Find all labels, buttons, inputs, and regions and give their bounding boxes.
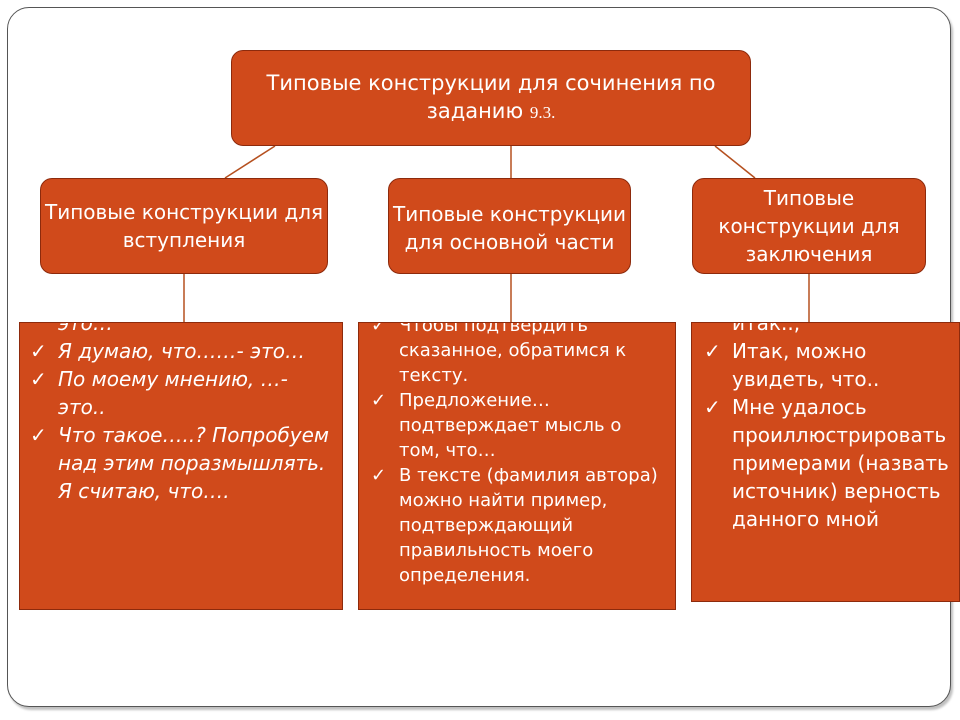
conclusion-item-0: итак.., xyxy=(732,322,801,335)
intro-item-3: Что такое…..? Попробуем над этим поразмы… xyxy=(58,423,330,503)
main-list: ✓ Чтобы подтвердить сказанное, обратимся… xyxy=(359,322,675,588)
header-main-part-label: Типовые конструкции для основной части xyxy=(392,202,627,254)
intro-item-0: это… xyxy=(58,322,113,335)
intro-list: это… ✓ Я думаю, что……- это… ✓ По моему м… xyxy=(20,322,342,505)
check-icon: ✓ xyxy=(371,390,387,411)
check-icon: ✓ xyxy=(30,423,47,447)
conclusion-item-2: Мне удалось проиллюстрировать примерами … xyxy=(732,395,949,531)
list-item: ✓ В тексте (фамилия автора) можно найти … xyxy=(371,463,667,588)
list-item: ✓ По моему мнению, …- это.. xyxy=(30,365,334,421)
conclusion-item-1: Итак, можно увидеть, что.. xyxy=(732,339,880,391)
check-icon: ✓ xyxy=(30,339,47,363)
intro-item-1: Я думаю, что……- это… xyxy=(58,339,305,363)
conclusion-list: итак.., ✓ Итак, можно увидеть, что.. ✓ М… xyxy=(692,322,959,533)
diagram-title: Типовые конструкции для сочинения по зад… xyxy=(266,71,716,123)
header-conclusion: Типовые конструкции для заключения xyxy=(692,178,926,274)
check-icon: ✓ xyxy=(30,367,47,391)
list-item: ✓ Итак, можно увидеть, что.. xyxy=(704,337,959,393)
check-icon: ✓ xyxy=(704,339,721,363)
main-item-1: Предложение… подтверждает мысль о том, ч… xyxy=(399,390,622,461)
list-item: итак.., xyxy=(732,322,959,337)
intro-list-box: это… ✓ Я думаю, что……- это… ✓ По моему м… xyxy=(19,322,343,610)
header-conclusion-label: Типовые конструкции для заключения xyxy=(718,186,900,266)
diagram-title-number: 9.3. xyxy=(529,103,556,122)
conclusion-list-box: итак.., ✓ Итак, можно увидеть, что.. ✓ М… xyxy=(691,322,960,602)
intro-item-2: По моему мнению, …- это.. xyxy=(58,367,288,419)
list-item: ✓ Что такое…..? Попробуем над этим пораз… xyxy=(30,421,334,505)
header-intro: Типовые конструкции для вступления xyxy=(40,178,328,274)
diagram-title-box: Типовые конструкции для сочинения по зад… xyxy=(231,50,751,146)
list-item: это… xyxy=(58,322,334,337)
main-item-2: В тексте (фамилия автора) можно найти пр… xyxy=(399,465,658,586)
main-item-0: Чтобы подтвердить сказанное, обратимся к… xyxy=(399,322,627,386)
list-item: ✓ Чтобы подтвердить сказанное, обратимся… xyxy=(371,322,667,388)
main-list-box: ✓ Чтобы подтвердить сказанное, обратимся… xyxy=(358,322,676,610)
list-item: ✓ Мне удалось проиллюстрировать примерам… xyxy=(704,393,959,533)
check-icon: ✓ xyxy=(371,465,387,486)
check-icon: ✓ xyxy=(371,322,387,336)
list-item: ✓ Я думаю, что……- это… xyxy=(30,337,334,365)
connector-title-conclusion xyxy=(714,145,756,179)
connector-title-intro xyxy=(224,145,276,179)
header-intro-label: Типовые конструкции для вступления xyxy=(44,200,324,252)
header-main-part: Типовые конструкции для основной части xyxy=(388,178,631,274)
check-icon: ✓ xyxy=(704,395,721,419)
list-item: ✓ Предложение… подтверждает мысль о том,… xyxy=(371,388,667,463)
